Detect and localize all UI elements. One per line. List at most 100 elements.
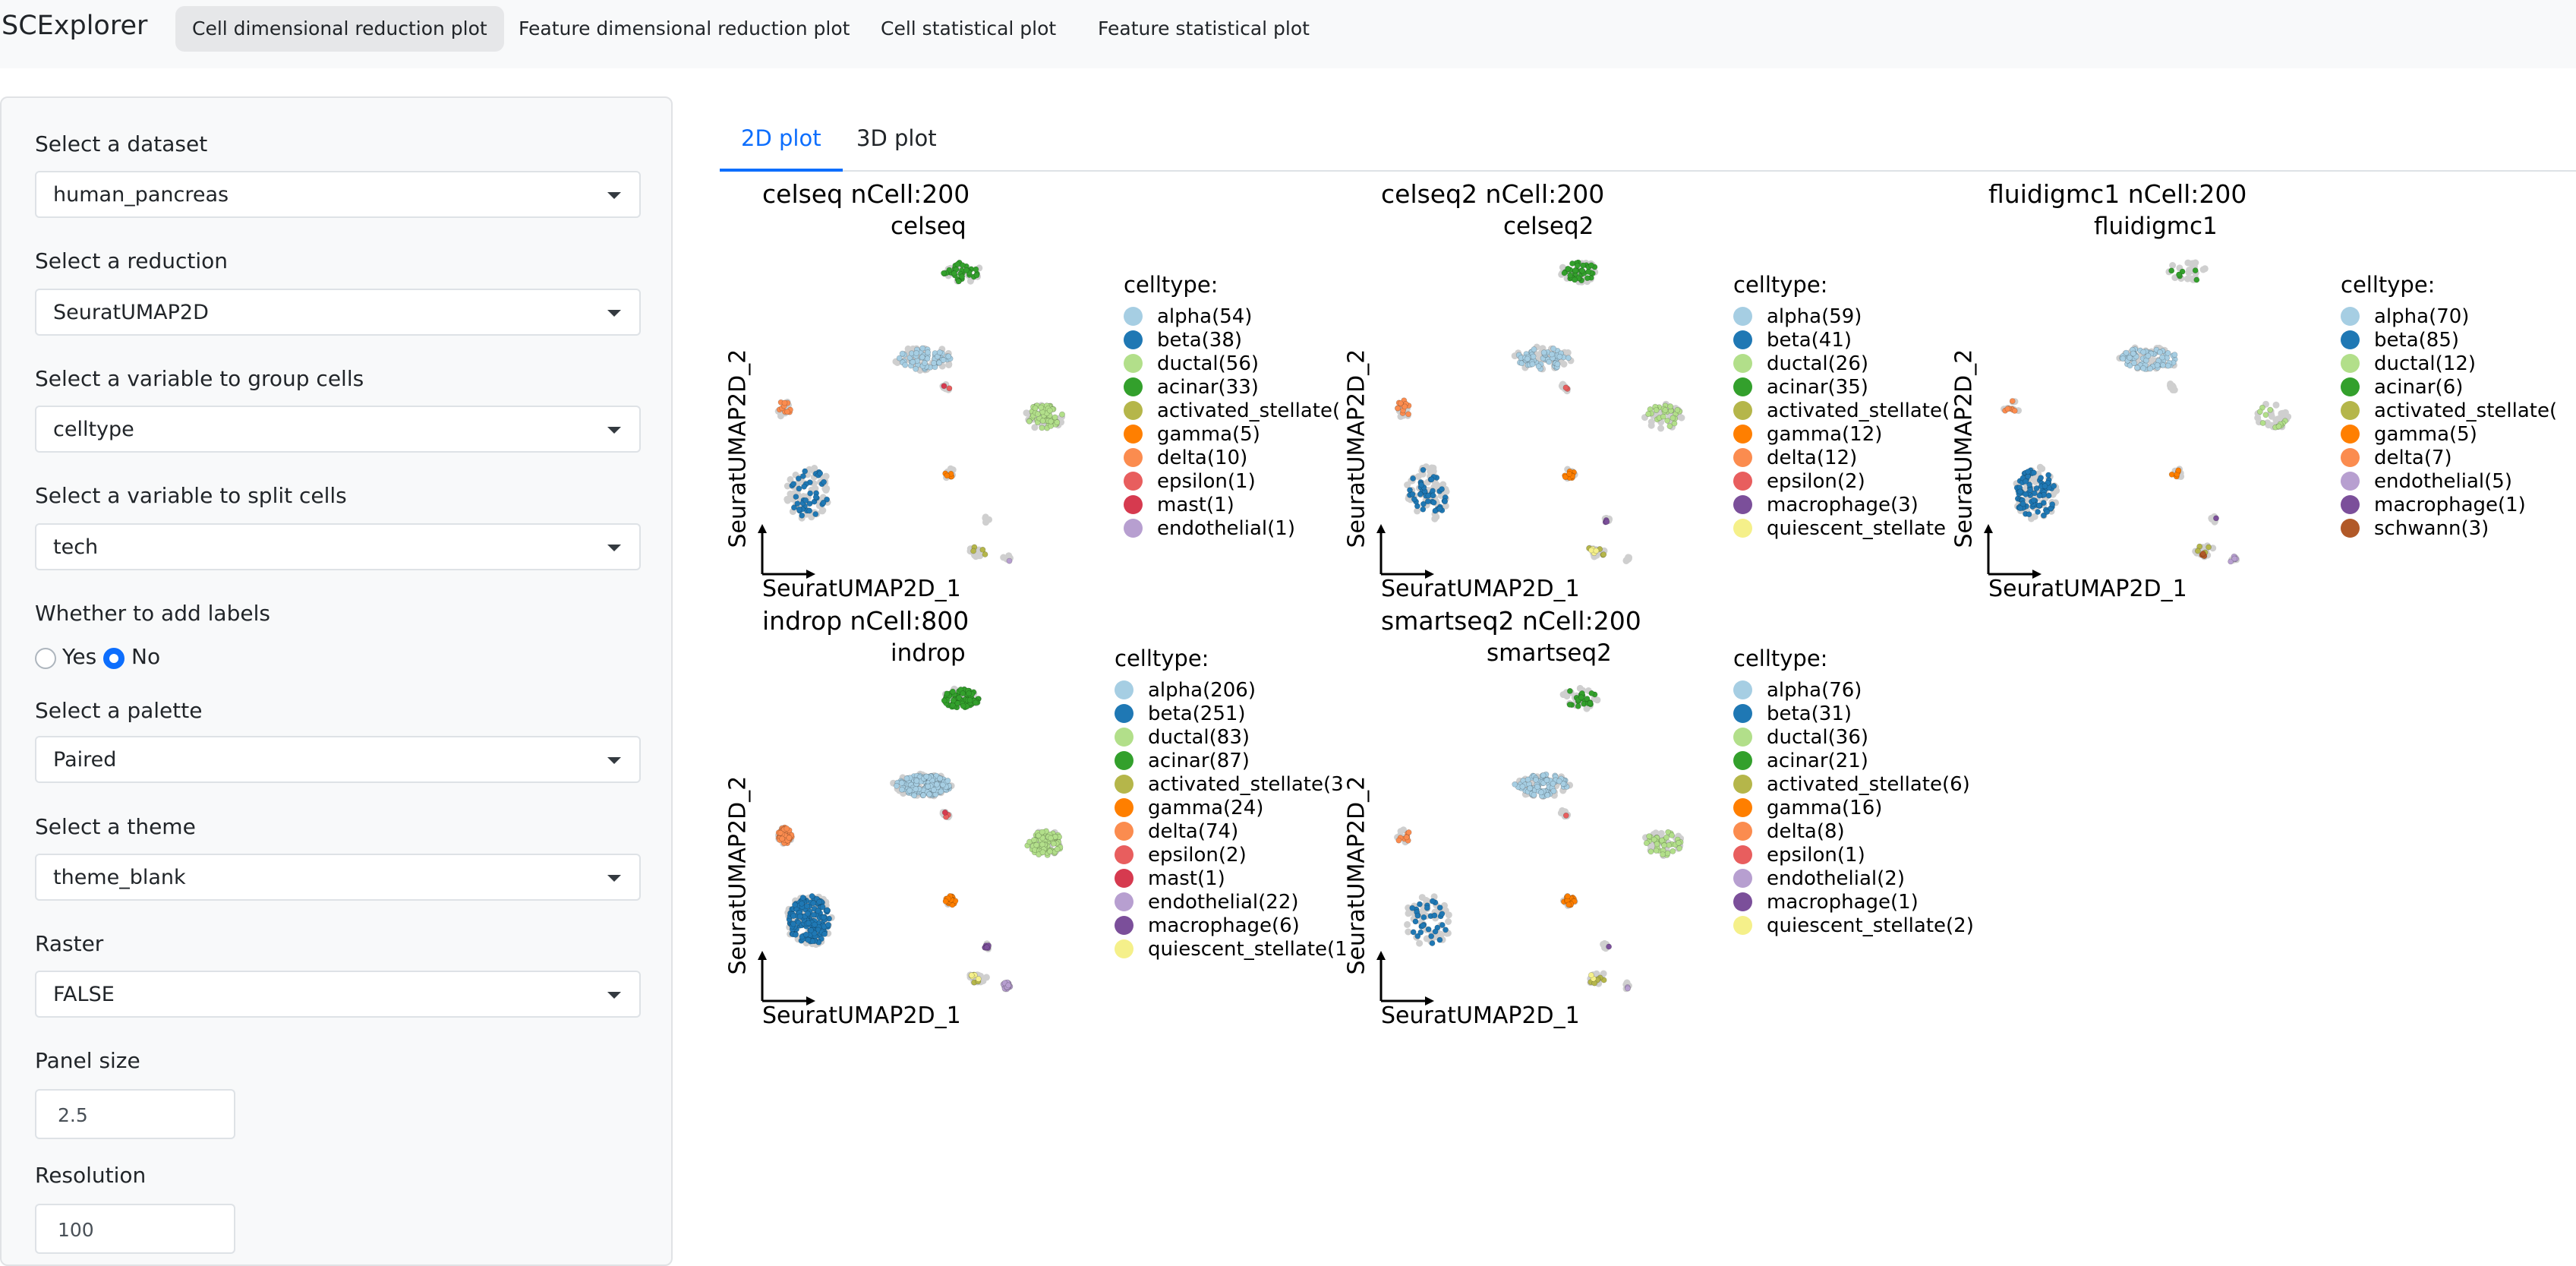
cell-point-alpha — [2127, 362, 2133, 369]
nav-tab-cell-stat[interactable]: Cell statistical plot — [881, 17, 1057, 39]
cell-point-beta — [2026, 481, 2033, 488]
cell-point-beta — [2040, 512, 2047, 519]
cell-point-alpha — [1560, 781, 1566, 787]
legend-item: ductal(56) — [1124, 352, 1347, 376]
axis-arrowhead — [758, 524, 767, 533]
celltype-legend: celltype:alpha(206)beta(251)ductal(83)ac… — [1115, 646, 1348, 961]
cell-point-ductal — [1039, 418, 1046, 425]
legend-swatch — [2341, 330, 2360, 349]
legend-item: alpha(70) — [2341, 305, 2561, 329]
nav-tab-feature-stat[interactable]: Feature statistical plot — [1098, 17, 1310, 39]
cell-point-alpha — [1550, 346, 1556, 352]
cell-point-beta — [1420, 466, 1427, 473]
split-select[interactable]: tech — [35, 523, 641, 570]
nav-tab-cell-dimred[interactable]: Cell dimensional reduction plot — [175, 6, 504, 52]
dataset-select[interactable]: human_pancreas — [35, 171, 641, 218]
cell-point-beta — [793, 931, 799, 938]
group-select[interactable]: celltype — [35, 406, 641, 453]
cell-point-alpha — [911, 792, 917, 799]
background-cell-point — [1657, 425, 1665, 432]
cell-point-beta — [795, 475, 802, 481]
cell-point-beta — [824, 496, 830, 503]
cell-point-delta — [779, 835, 785, 842]
cell-point-beta — [1436, 905, 1443, 911]
legend-swatch — [1733, 330, 1752, 349]
legend-swatch — [1733, 869, 1752, 888]
cell-point-beta — [806, 507, 813, 514]
legend-swatch — [1115, 728, 1134, 747]
cell-point-alpha — [931, 360, 937, 366]
legend-swatch — [1115, 869, 1134, 888]
background-cell-point — [1023, 409, 1030, 417]
legend-item: activated_stellate(6) — [1733, 773, 2007, 797]
cell-point-activated_stellate — [2206, 544, 2212, 551]
cell-point-beta — [1412, 918, 1419, 925]
cell-point-ductal — [1054, 419, 1061, 425]
x-axis-label: SeuratUMAP2D_1 — [1988, 576, 2187, 602]
cell-point-acinar — [1587, 699, 1594, 706]
cell-point-alpha — [1524, 355, 1531, 362]
legend-label: beta(85) — [2374, 329, 2459, 352]
panel-size-input[interactable]: 2.5 — [35, 1089, 235, 1139]
legend-swatch — [1115, 775, 1134, 794]
legend-item: gamma(5) — [1124, 423, 1347, 447]
legend-label: alpha(54) — [1157, 305, 1253, 328]
legend-label: delta(10) — [1157, 447, 1248, 469]
cell-point-alpha — [2131, 360, 2137, 366]
background-cell-point — [1591, 695, 1598, 702]
legend-title: celltype: — [1124, 272, 1219, 298]
cell-point-beta — [806, 500, 813, 507]
legend-label: beta(38) — [1157, 329, 1242, 352]
cell-point-ductal — [1669, 832, 1675, 838]
cell-point-beta — [1411, 496, 1417, 503]
legend-item: alpha(59) — [1733, 305, 1956, 329]
cell-point-acinar — [954, 700, 961, 706]
raster-select[interactable]: FALSE — [35, 971, 641, 1018]
cell-point-beta — [812, 511, 819, 517]
legend-swatch — [1115, 704, 1134, 723]
cell-point-beta — [1410, 929, 1417, 936]
cell-point-ductal — [1034, 411, 1041, 418]
dataset-value: human_pancreas — [53, 183, 229, 207]
tab-2d-plot[interactable]: 2D plot — [720, 106, 843, 172]
legend-label: macrophage(1) — [1767, 891, 1919, 914]
background-cell-point — [1576, 684, 1584, 692]
cell-point-acinar — [1585, 269, 1591, 275]
cell-point-beta — [1418, 481, 1425, 488]
cell-point-acinar — [1579, 267, 1585, 274]
cell-point-alpha — [938, 788, 944, 795]
radio-no[interactable] — [103, 648, 125, 669]
cell-point-alpha — [1529, 361, 1536, 368]
cell-point-alpha — [1556, 353, 1563, 360]
legend-item: schwann(3) — [2341, 517, 2561, 541]
cell-point-ductal — [1666, 423, 1673, 429]
legend-swatch — [1733, 916, 1752, 935]
cell-point-gamma — [1566, 471, 1572, 477]
legend-item: gamma(12) — [1733, 423, 1956, 447]
y-axis-label: SeuratUMAP2D_2 — [1343, 349, 1370, 548]
resolution-input[interactable]: 100 — [35, 1204, 235, 1254]
legend-label: acinar(35) — [1767, 376, 1868, 399]
cell-point-beta — [2017, 488, 2023, 495]
axis-arrowhead — [1425, 570, 1434, 579]
background-cell-point — [2036, 463, 2044, 471]
theme-select[interactable]: theme_blank — [35, 854, 641, 901]
tab-3d-plot[interactable]: 3D plot — [856, 125, 937, 151]
cell-point-alpha — [898, 779, 905, 786]
nav-tab-feature-dimred[interactable]: Feature dimensional reduction plot — [519, 17, 850, 39]
main-tabbar: 2D plot 3D plot — [720, 106, 2576, 172]
background-cell-point — [784, 495, 791, 503]
cell-point-beta — [2036, 502, 2042, 509]
cell-point-alpha — [926, 791, 932, 797]
cell-point-beta — [1436, 936, 1443, 943]
legend-item: alpha(206) — [1115, 679, 1338, 702]
reduction-select[interactable]: SeuratUMAP2D — [35, 289, 641, 336]
axis-arrowhead — [2032, 570, 2042, 579]
radio-yes[interactable] — [35, 648, 56, 669]
legend-label: activated_stellate(6) — [1767, 773, 1970, 796]
palette-select[interactable]: Paired — [35, 736, 641, 783]
cell-point-beta — [1442, 498, 1449, 505]
cell-point-ductal — [1054, 846, 1061, 852]
cell-point-beta — [2049, 501, 2056, 507]
